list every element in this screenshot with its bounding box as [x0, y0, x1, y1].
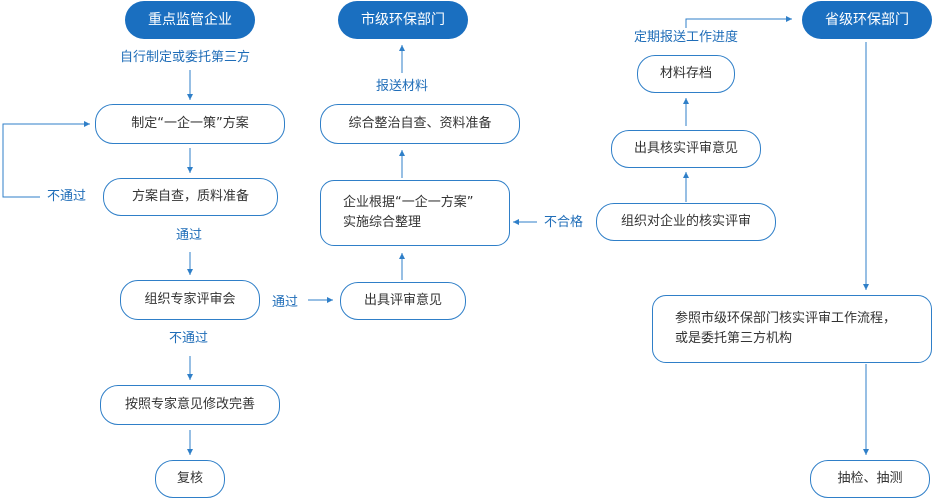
node-recheck: 复核 — [155, 460, 225, 498]
label-self-or-third: 自行制定或委托第三方 — [120, 50, 251, 65]
label-unqualified: 不合格 — [544, 215, 584, 230]
arrow-report-to-province — [685, 16, 792, 28]
rectify-line-1: 企业根据“一企一方案” — [343, 195, 474, 210]
node-self-check: 方案自查，质料准备 — [103, 178, 278, 216]
refer-line-2: 或是委托第三方机构 — [675, 331, 793, 346]
header-city-bureau: 市级环保部门 — [338, 1, 468, 39]
refer-line-1: 参照市级环保部门核实评审工作流程， — [675, 311, 897, 326]
node-archive: 材料存档 — [637, 55, 735, 93]
label-submit-materials: 报送材料 — [376, 79, 429, 94]
label-periodic-report: 定期报送工作进度 — [634, 30, 739, 45]
label-fail-2: 不通过 — [169, 331, 209, 346]
node-comprehensive-check: 综合整治自查、资料准备 — [320, 104, 520, 144]
arrow-fail-loop — [2, 121, 90, 198]
rectify-line-2: 实施综合整理 — [343, 215, 422, 230]
node-issue-verify-opinion: 出具核实评审意见 — [611, 130, 761, 168]
label-pass-1: 通过 — [176, 228, 203, 243]
node-enterprise-rectify: 企业根据“一企一方案” 实施综合整理 — [320, 180, 510, 246]
node-expert-review: 组织专家评审会 — [120, 280, 260, 320]
node-revise: 按照专家意见修改完善 — [100, 385, 280, 425]
label-fail-1: 不通过 — [47, 189, 87, 204]
node-formulate-plan: 制定“一企一策”方案 — [95, 104, 285, 144]
node-issue-opinion: 出具评审意见 — [340, 282, 466, 320]
header-province-bureau: 省级环保部门 — [802, 1, 932, 39]
header-enterprise: 重点监管企业 — [125, 1, 255, 39]
node-spot-check: 抽检、抽测 — [810, 460, 930, 498]
label-pass-2: 通过 — [272, 295, 299, 310]
node-org-verify-review: 组织对企业的核实评审 — [596, 203, 776, 241]
node-refer-process: 参照市级环保部门核实评审工作流程， 或是委托第三方机构 — [652, 295, 932, 363]
